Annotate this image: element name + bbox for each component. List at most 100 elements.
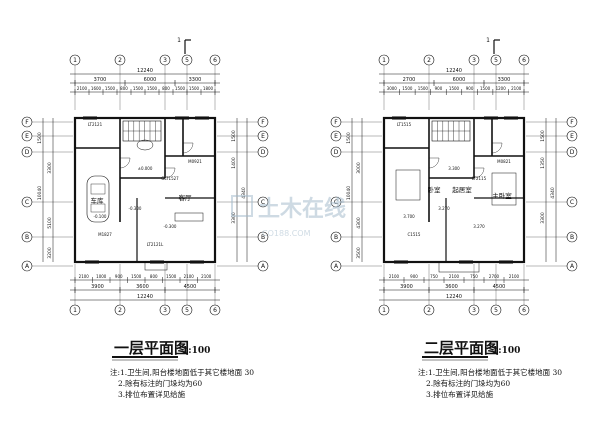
room-label-2: 卧室 [428,185,442,194]
dim-top-row2-2: 1500 [105,86,116,91]
plan-2-note-1: 注:1.卫生间,阳台楼地面低于其它楼地面 30 [418,367,562,377]
annotation-1: -0.300 [129,206,142,211]
dim-left-2: 10040 [37,186,43,200]
dim-right-1: 1400 [231,157,237,169]
grid-bottom-5 [209,304,221,316]
grid-bottom-2-label: 2 [118,307,122,314]
door-swing [164,167,176,179]
door-swing [119,157,131,169]
dim-right-1: 1350 [540,157,546,169]
exterior-wall [73,116,217,264]
grid-right-C-label: C [261,199,265,206]
dim-bottom-row1-0: 2100 [79,274,90,279]
dim-top-row1-1: 6000 [453,77,466,83]
dim-bottom-row1-3: 1500 [131,274,142,279]
grid-left-C-label: C [334,199,338,206]
watermark-subtext: CO188.COM [262,229,311,238]
dim-bottom-row1-2: 900 [115,274,123,279]
grid-bottom-2-label: 2 [427,307,431,314]
dim-top-row1-2: 3300 [498,77,511,83]
grid-bottom-4-label: 5 [185,307,189,314]
grid-right-A-label: A [570,263,575,270]
dim-bottom-row1-4: 800 [150,274,158,279]
grid-left-E-label: E [334,133,338,140]
grid-left-C-label: C [25,199,29,206]
annotation-0: 3.300 [448,166,460,171]
room-label-0: 起居室 [452,185,472,194]
room-label-1: 车库 [91,196,105,205]
annotation-0: ±0.000 [138,166,153,171]
grid-top-1-label: 1 [73,57,77,64]
annotation-4: C1515 [408,232,421,237]
annotation-7: M0921 [188,159,202,164]
watermark-text: 土木在线 [258,196,346,222]
dim-bottom-row2-2: 4500 [493,284,506,290]
car-rear-window [90,203,106,213]
dim-top-row2-4: 1500 [449,86,460,91]
dim-top-row2-1: 1500 [402,86,413,91]
grid-right-E-label: E [261,133,265,140]
grid-right-F-label: F [261,119,265,126]
room-label-1: 主卧室 [492,191,512,200]
grid-bottom-1-label: 1 [73,307,77,314]
door-swing [473,167,485,179]
grid-left-D-label: D [25,149,30,156]
plan-1-title: 一层平面图 [114,339,189,357]
grid-top-3-label: 3 [163,57,167,64]
dim-overall-top: 12240 [137,68,153,74]
car-icon [86,175,110,223]
dim-bottom-row2-1: 3600 [136,284,149,290]
section-mark-label: 1 [177,37,181,44]
dim-top-row2-0: 2100 [77,86,88,91]
dim-overall-bottom: 12240 [446,294,462,300]
dim-bottom-row1-6: 2100 [509,274,520,279]
car-windshield [90,183,106,195]
grid-bottom-1 [378,304,390,316]
section-mark-label: 1 [486,37,490,44]
dim-top-row1-1: 6000 [144,77,157,83]
grid-left-E-label: E [25,133,29,140]
dim-bottom-row1-7: 2100 [201,274,212,279]
dim-bottom-row2-1: 3600 [445,284,458,290]
grid-right-D-label: D [570,149,575,156]
dim-top-row2-6: 1500 [480,86,491,91]
dim-right-2: 4340 [550,187,556,199]
bed-icon [395,169,421,201]
grid-bottom-3 [468,304,480,316]
dim-right-0: 1500 [540,130,546,142]
grid-left-B-label: B [25,234,29,241]
dim-top-row2-8: 2100 [511,86,522,91]
grid-bottom-4 [181,304,193,316]
door-swing [428,157,440,169]
grid-right-B-label: B [261,234,265,241]
balcony [438,261,480,273]
grid-right-B-label: B [570,234,574,241]
grid-top-2-label: 2 [427,57,431,64]
grid-top-1-label: 1 [382,57,386,64]
dim-bottom-row1-3: 2100 [449,274,460,279]
grid-bottom-3-label: 3 [472,307,476,314]
dim-top-row2-7: 1200 [496,86,507,91]
grid-top-4-label: 5 [185,57,189,64]
plan-2-note-3: 3.排位布置详见给施 [426,389,494,399]
dim-top-row2-3: 900 [435,86,443,91]
grid-right-F-label: F [570,119,574,126]
annotation-1: 3.270 [438,206,450,211]
dim-overall-top: 12240 [446,68,462,74]
grid-right-E-label: E [570,133,574,140]
dim-right-0: 1500 [231,130,237,142]
dim-left-1: 3000 [356,162,362,174]
annotation-5: GLT1527 [161,176,179,181]
plan-1-note-1: 注:1.卫生间,阳台楼地面低于其它楼地面 30 [110,367,254,377]
annotation-6: LT1515 [397,122,412,127]
dim-top-row1-2: 3300 [189,77,202,83]
grid-right-A-label: A [261,263,266,270]
watermark-logo-icon [231,195,253,217]
annotation-3: 3.270 [473,224,485,229]
grid-left-B-label: B [334,234,338,241]
dim-top-row2-1: 1600 [91,86,102,91]
sofa-icon [174,212,204,222]
dim-top-row2-8: 1500 [189,86,200,91]
dim-right-2: 4340 [241,187,247,199]
